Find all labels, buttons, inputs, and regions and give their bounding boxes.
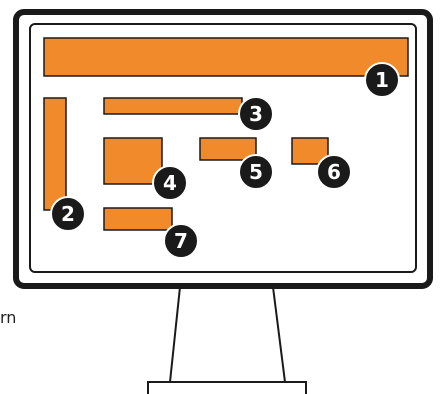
block-3 <box>103 97 243 115</box>
block-5-badge <box>238 154 274 190</box>
block-2 <box>43 97 67 211</box>
block-2-badge <box>50 196 86 232</box>
block-4-badge <box>152 165 188 201</box>
stray-text: rn <box>0 308 17 327</box>
block-4-badge-label: 4 <box>163 171 177 195</box>
block-1-badge <box>364 62 400 98</box>
block-7-badge-label: 7 <box>174 229 188 253</box>
block-7 <box>103 207 173 231</box>
block-5 <box>199 137 257 161</box>
block-3-badge-label: 3 <box>249 102 263 126</box>
block-6-badge <box>316 154 352 190</box>
layout-blocks <box>43 37 409 231</box>
monitor-stand <box>147 286 307 394</box>
block-7-badge <box>163 223 199 259</box>
block-3-badge <box>238 96 274 132</box>
block-2-badge-label: 2 <box>61 202 75 226</box>
block-1 <box>43 37 409 77</box>
block-5-badge-label: 5 <box>249 160 263 184</box>
block-4 <box>103 137 163 185</box>
block-6-badge-label: 6 <box>327 160 341 184</box>
number-badges: 1 2 3 4 5 6 7 <box>50 62 400 259</box>
block-1-badge-label: 1 <box>375 68 389 92</box>
